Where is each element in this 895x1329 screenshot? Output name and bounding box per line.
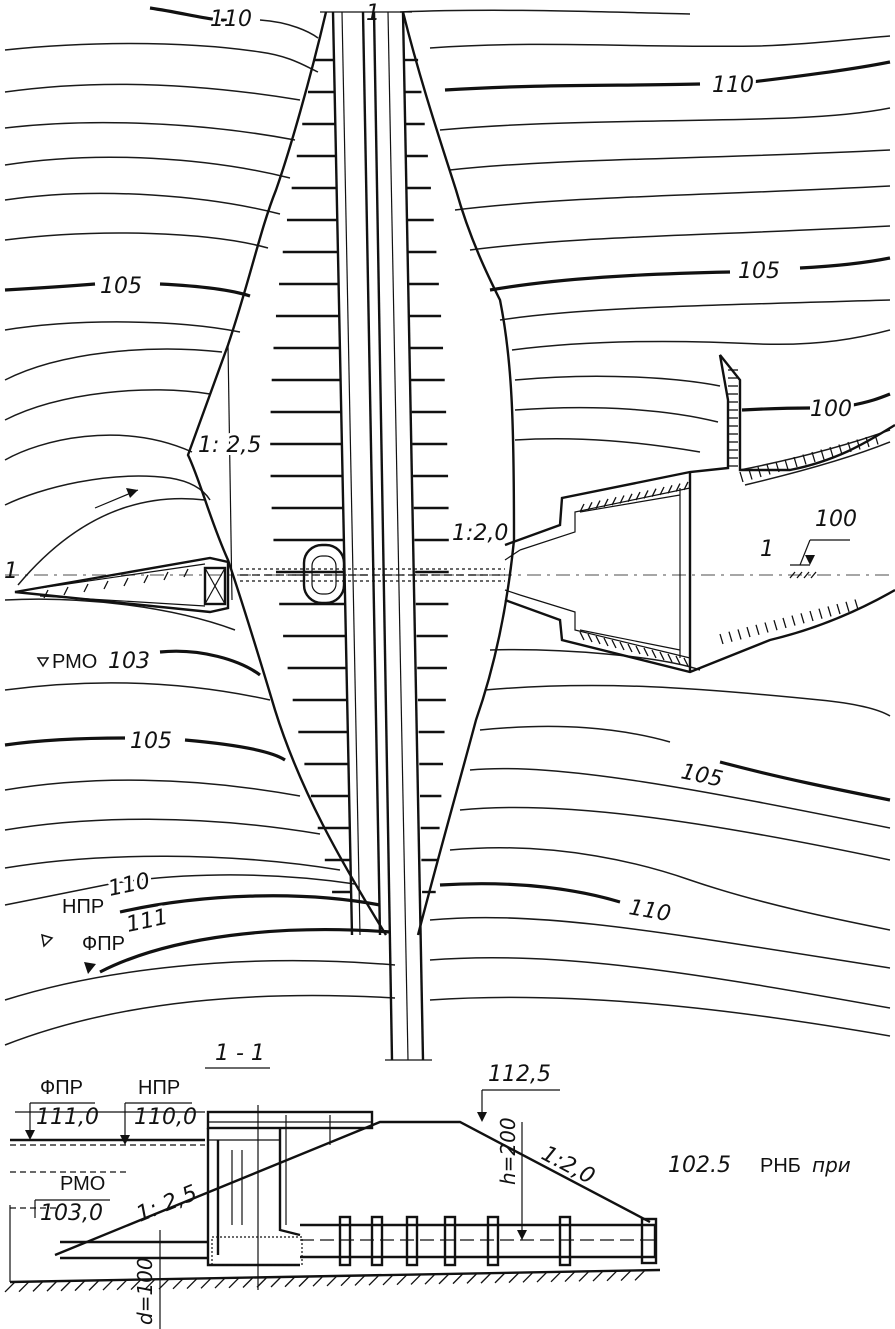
plan-rmo-label: РМО xyxy=(52,651,97,673)
section-diameter: d=100 xyxy=(133,1257,157,1325)
plan-npr-label: НПР xyxy=(62,896,104,918)
fpr-marker-icon xyxy=(84,962,96,974)
contour-105-left xyxy=(4,282,96,292)
plan-fpr-label: ФПР xyxy=(82,933,125,955)
section-title: 1 - 1 xyxy=(215,1041,265,1066)
section-slope-upstream: 1: 2,5 xyxy=(133,1181,201,1228)
contour-label-105-left: 105 xyxy=(100,274,142,299)
ground-hatching xyxy=(4,1269,646,1293)
contour-110-right xyxy=(444,82,701,92)
dam-embankment-plan xyxy=(186,11,516,1061)
section-tailwater-label: РНБ xyxy=(760,1155,801,1177)
npr-marker-icon xyxy=(41,933,54,948)
contour-label-100: 100 xyxy=(810,397,852,422)
contour-lines xyxy=(4,6,891,1046)
elevation-outlet: 100 xyxy=(815,507,857,532)
dam-toe-upstream xyxy=(186,11,388,936)
contour-label-110-lower-right: 110 xyxy=(627,895,673,927)
section-npr-value: 110,0 xyxy=(134,1105,197,1130)
slope-label-upstream-plan: 1: 2,5 xyxy=(198,433,261,458)
section-line-1-1 xyxy=(5,539,895,579)
contour-label-105-lower-left: 105 xyxy=(130,729,172,754)
section-tailwater-value: 102.5 xyxy=(668,1153,731,1178)
contour-label-103: 103 xyxy=(108,649,150,674)
section-mark-right: 1 xyxy=(760,537,774,562)
section-rmo-label: РМО xyxy=(60,1173,105,1195)
crest-ticks xyxy=(404,58,449,894)
section-tailwater-suffix: при xyxy=(812,1153,851,1177)
contour-label-110-top: 110 xyxy=(210,7,252,32)
section-slope-downstream: 1:2,0 xyxy=(537,1141,599,1190)
section-fpr-value: 111,0 xyxy=(36,1105,99,1130)
dam-toe-downstream xyxy=(401,11,516,936)
contour-label-110-right: 110 xyxy=(712,73,754,98)
contour-label-105-lower-right: 105 xyxy=(679,759,725,792)
contour-110-top-left xyxy=(149,6,236,22)
section-fpr-label: ФПР xyxy=(40,1077,83,1099)
slope-lines xyxy=(270,58,352,894)
inlet-channel-plan xyxy=(14,488,230,614)
section-mark-top: 1 xyxy=(366,1,380,26)
section-height: h=200 xyxy=(496,1117,520,1185)
section-npr-label: НПР xyxy=(138,1077,180,1099)
contour-label-110-lower-left: 110 xyxy=(106,869,152,902)
section-rmo-value: 103,0 xyxy=(40,1201,103,1226)
outlet-hatching xyxy=(43,369,879,667)
rmo-marker-icon xyxy=(36,657,50,668)
contour-label-105-right: 105 xyxy=(738,259,780,284)
section-1-1: 1 - 1 ФПР 111,0 НПР 110,0 РМО 103,0 112,… xyxy=(9,1041,851,1329)
section-mark-left: 1 xyxy=(4,559,18,584)
contour-105-lower-left xyxy=(4,736,126,747)
section-crest-value: 112,5 xyxy=(488,1062,551,1087)
slope-label-downstream-plan: 1:2,0 xyxy=(452,521,508,546)
contour-105-right xyxy=(489,270,731,292)
